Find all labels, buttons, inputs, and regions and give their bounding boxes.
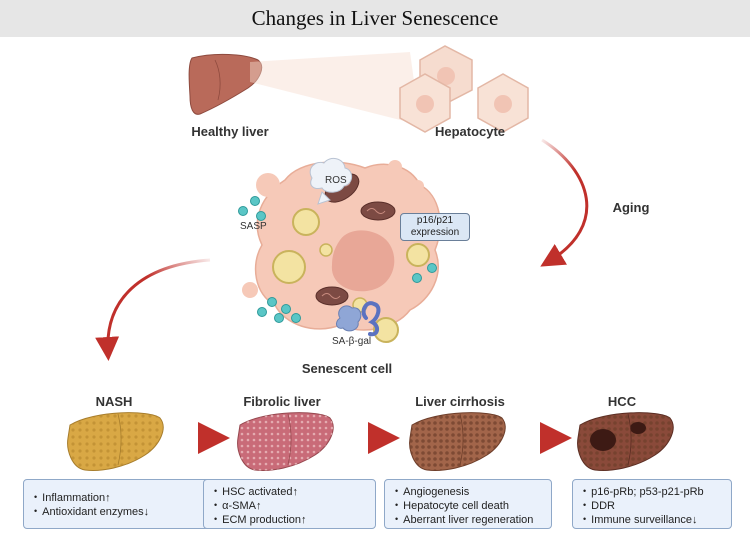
list-item: Hepatocyte cell death bbox=[395, 499, 543, 513]
healthy-liver-label: Healthy liver bbox=[191, 124, 269, 139]
ros-label: ROS bbox=[325, 175, 347, 186]
info-box-nash: Inflammation↑ Antioxidant enzymes↓ bbox=[23, 479, 215, 529]
info-box-fibrotic: HSC activated↑ α-SMA↑ ECM production↑ bbox=[203, 479, 376, 529]
stage-title-fibrotic: Fibrolic liver bbox=[243, 394, 321, 409]
p16-label-line2: expression bbox=[410, 227, 460, 238]
list-item: Inflammation↑ bbox=[34, 491, 206, 505]
senescence-to-nash-arrow bbox=[95, 258, 211, 361]
title-bar: Changes in Liver Senescence bbox=[0, 0, 750, 37]
hepatocyte-icon bbox=[399, 45, 529, 133]
stage-title-cirrhosis: Liver cirrhosis bbox=[415, 394, 505, 409]
sasp-label: SASP bbox=[240, 221, 267, 232]
list-item: HSC activated↑ bbox=[214, 485, 367, 499]
aging-label: Aging bbox=[612, 200, 650, 215]
cirrhosis-liver-icon bbox=[409, 412, 506, 471]
list-item: Immune surveillance↓ bbox=[583, 513, 723, 527]
list-item: Antioxidant enzymes↓ bbox=[34, 505, 206, 519]
stage-title-hcc: HCC bbox=[607, 394, 637, 409]
senescent-cell-icon bbox=[238, 157, 441, 343]
info-box-hcc: p16-pRb; p53-p21-pRb DDR Immune surveill… bbox=[572, 479, 732, 529]
sa-beta-gal-label: SA-β-gal bbox=[332, 336, 372, 347]
healthy-liver-icon bbox=[188, 53, 263, 115]
list-item: p16-pRb; p53-p21-pRb bbox=[583, 485, 723, 499]
fibrotic-liver-icon bbox=[237, 412, 334, 471]
list-item: Aberrant liver regeneration bbox=[395, 513, 543, 527]
nash-liver-icon bbox=[67, 412, 164, 471]
list-item: Angiogenesis bbox=[395, 485, 543, 499]
info-box-cirrhosis: Angiogenesis Hepatocyte cell death Aberr… bbox=[384, 479, 552, 529]
hepatocyte-label: Hepatocyte bbox=[434, 124, 506, 139]
senescent-cell-label: Senescent cell bbox=[301, 361, 393, 376]
p16-p21-expression-box: p16/p21 expression bbox=[400, 213, 470, 241]
stage-title-nash: NASH bbox=[95, 394, 133, 409]
hcc-liver-icon bbox=[577, 412, 674, 471]
page-title: Changes in Liver Senescence bbox=[251, 6, 499, 30]
aging-arrow bbox=[540, 138, 589, 267]
zoom-cone bbox=[250, 52, 420, 125]
p16-label-line1: p16/p21 bbox=[416, 215, 454, 226]
list-item: DDR bbox=[583, 499, 723, 513]
list-item: ECM production↑ bbox=[214, 513, 367, 527]
list-item: α-SMA↑ bbox=[214, 499, 367, 513]
